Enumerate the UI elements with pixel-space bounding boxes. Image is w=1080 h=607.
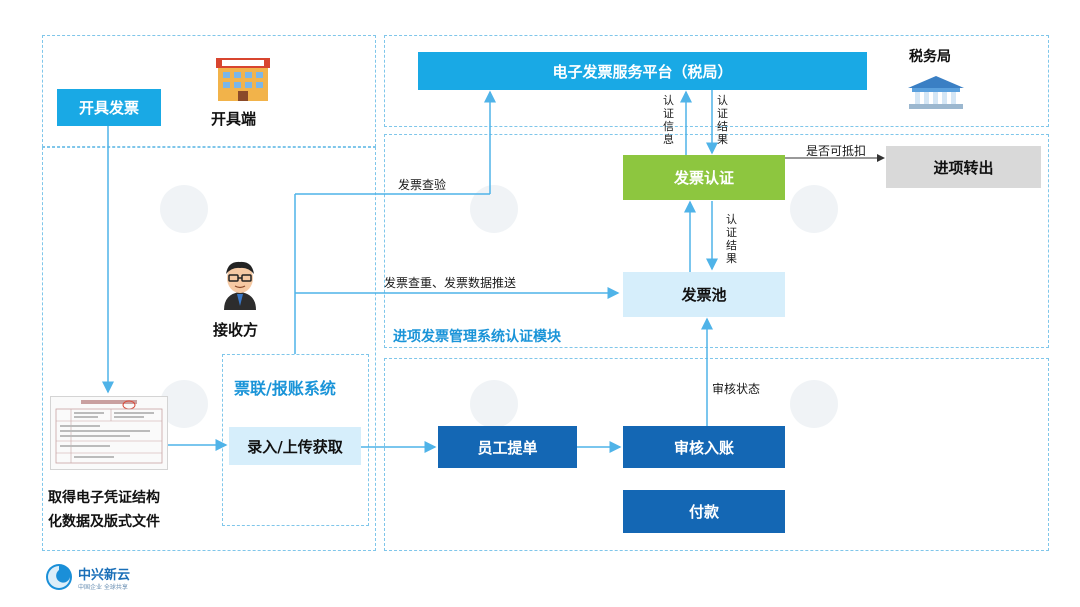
issuer-label: 开具端 <box>211 110 257 128</box>
input-transfer-box: 进项转出 <box>886 146 1041 188</box>
receiver-label: 接收方 <box>213 321 259 339</box>
watermark-logo-5 <box>470 380 518 428</box>
tax-bureau-label: 税务局 <box>909 49 951 65</box>
invoice-pool-box: 发票池 <box>623 272 785 317</box>
watermark-logo-1 <box>160 185 208 233</box>
brand-slogan: 中国企业 全球共享 <box>78 584 128 591</box>
watermark-logo-3 <box>790 185 838 233</box>
review-entry-box: 审核入账 <box>623 426 785 468</box>
electronic-invoice-document-icon <box>50 396 168 470</box>
receiver-region <box>42 147 376 551</box>
document-caption-line1: 取得电子凭证结构 <box>48 490 160 506</box>
businessman-avatar-icon <box>218 258 262 310</box>
brand-logo: 中兴新云 中国企业 全球共享 <box>44 558 154 598</box>
platform-box: 电子发票服务平台（税局） <box>418 52 867 90</box>
invoice-auth-box: 发票认证 <box>623 155 785 200</box>
deductible-label: 是否可抵扣 <box>806 144 867 158</box>
issue-invoice-box: 开具发票 <box>57 89 161 126</box>
government-building-icon <box>906 74 966 110</box>
dedup-push-label: 发票查重、发票数据推送 <box>384 276 517 290</box>
issuer-region <box>42 35 376 147</box>
payment-box: 付款 <box>623 490 785 533</box>
watermark-logo-4 <box>160 380 208 428</box>
tax-bureau-region <box>384 35 1049 127</box>
invoice-check-label: 发票查验 <box>398 178 447 192</box>
ticket-system-title: 票联/报账系统 <box>234 379 336 398</box>
auth-result-top-label: 认证结果 <box>717 94 728 146</box>
employee-submit-box: 员工提单 <box>438 426 577 468</box>
auth-info-label: 认证信息 <box>663 94 674 146</box>
review-status-label: 审核状态 <box>712 382 761 396</box>
upload-box: 录入/上传获取 <box>229 427 361 465</box>
brand-name: 中兴新云 <box>78 568 131 583</box>
watermark-logo-6 <box>790 380 838 428</box>
hotel-building-icon <box>214 56 272 101</box>
auth-module-region <box>384 134 1049 348</box>
watermark-logo-2 <box>470 185 518 233</box>
document-caption-line2: 化数据及版式文件 <box>48 514 160 530</box>
module-label: 进项发票管理系统认证模块 <box>393 329 561 345</box>
brand-logo-icon <box>44 562 74 592</box>
bottom-process-region <box>384 358 1049 551</box>
auth-result-mid-label: 认证结果 <box>726 213 737 265</box>
